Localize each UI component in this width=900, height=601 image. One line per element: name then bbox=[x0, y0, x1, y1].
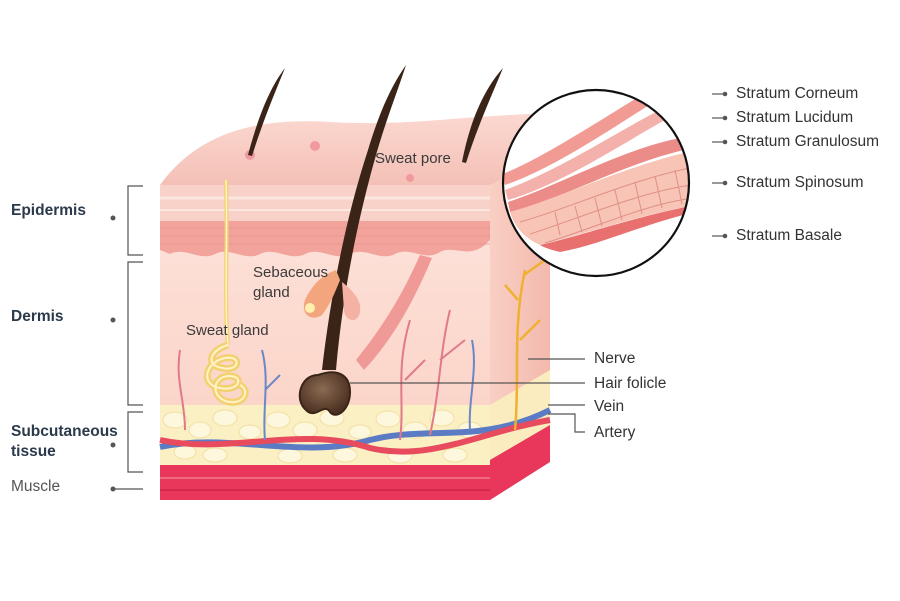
nerve-label: Nerve bbox=[594, 350, 636, 367]
right-leaders bbox=[350, 358, 585, 433]
strata-leaders bbox=[712, 91, 728, 239]
stratum-lucidum-label: Stratum Lucidum bbox=[736, 109, 854, 126]
blood-vessels bbox=[159, 309, 552, 455]
artery-vessel bbox=[159, 417, 551, 455]
hair-bulb bbox=[298, 371, 352, 416]
epidermis-bracket bbox=[127, 185, 143, 256]
layer-brackets bbox=[127, 185, 143, 473]
hair-follicle-label: Hair folicle bbox=[594, 375, 667, 392]
magnifier-ring bbox=[501, 88, 691, 278]
sebaceous-gland-right bbox=[342, 282, 361, 321]
stratum-granulosum-layer bbox=[508, 138, 684, 212]
pore-dot bbox=[310, 141, 320, 151]
strata-magnifier bbox=[501, 88, 691, 278]
sweat-pore-label: Sweat pore bbox=[375, 150, 451, 167]
stratum-corneum-label: Stratum Corneum bbox=[736, 85, 859, 102]
epidermis-label: Epidermis bbox=[11, 202, 86, 219]
stratum-lucidum-layer bbox=[505, 110, 665, 200]
stratum-corneum-layer bbox=[503, 90, 660, 185]
subcutaneous-bracket bbox=[127, 411, 143, 473]
nerve bbox=[504, 258, 546, 431]
sebaceous-label-line1: Sebaceous bbox=[253, 264, 329, 281]
sebaceous-label-line2: gland bbox=[253, 284, 290, 301]
layer-bullets bbox=[110, 215, 116, 492]
stratum-spinosum-layer bbox=[510, 152, 689, 245]
block-front-face bbox=[160, 185, 490, 500]
artery-label: Artery bbox=[594, 424, 636, 441]
stratum-granulosum-label: Stratum Granulosum bbox=[736, 133, 879, 150]
sweat-gland-label: Sweat gland bbox=[186, 322, 269, 339]
subcutaneous-label-line1: Subcutaneous bbox=[11, 423, 118, 440]
hair-strand bbox=[248, 68, 285, 156]
stratum-basale-layer bbox=[540, 205, 689, 252]
pore-dot bbox=[406, 174, 414, 182]
skin-surface bbox=[160, 112, 560, 185]
vein-label: Vein bbox=[594, 398, 625, 415]
stratum-basale-label: Stratum Basale bbox=[736, 227, 842, 244]
stratum-spinosum-label: Stratum Spinosum bbox=[736, 174, 864, 191]
hair-strand bbox=[462, 68, 503, 163]
subcutaneous-label-line2: tissue bbox=[11, 443, 56, 460]
dermis-bracket bbox=[127, 261, 143, 406]
arrector-muscle bbox=[356, 255, 432, 370]
fat-cells bbox=[162, 409, 483, 464]
artery-leader bbox=[548, 413, 585, 433]
dermis-label: Dermis bbox=[11, 308, 64, 325]
muscle-label: Muscle bbox=[11, 478, 61, 495]
sweat-gland bbox=[203, 179, 249, 406]
hair-follicle-group bbox=[298, 255, 432, 416]
